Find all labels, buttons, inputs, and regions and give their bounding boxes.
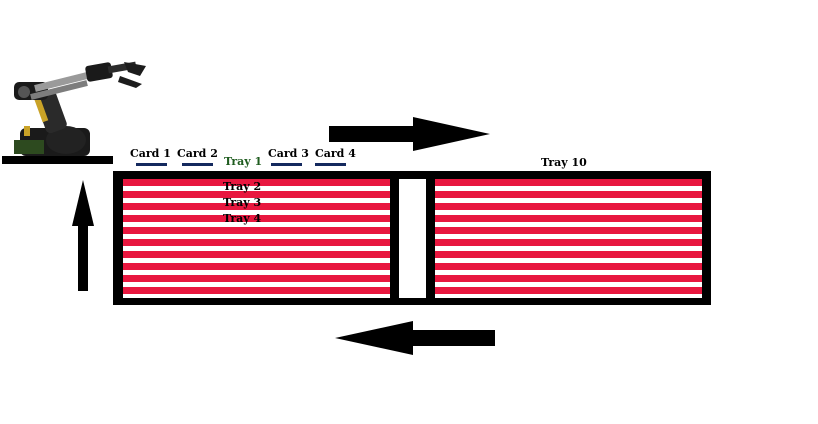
tray-1-label: Tray 1 [224,155,263,168]
tray-4-label: Tray 4 [223,212,262,225]
right-tray-stripe [435,179,702,186]
card-1-label: Card 1 [130,147,171,160]
left-tray-stripe [123,215,390,222]
arrow-up-icon [72,180,94,291]
card-2-bar [182,163,213,166]
card-bars [136,163,346,166]
card-1-bar [136,163,167,166]
left-tray-stripe [123,287,390,294]
right-tray-stripe [435,251,702,258]
card-4-bar [315,163,346,166]
left-tray-stripe [123,275,390,282]
card-2-label: Card 2 [177,147,218,160]
right-tray-stripe [435,263,702,270]
tray-2-label: Tray 2 [223,180,262,193]
arrow-right-icon [329,117,490,151]
left-tray-stripe [123,203,390,210]
right-tray-stripe [435,239,702,246]
arrow-left-icon [335,321,495,355]
right-tray-stripe [435,275,702,282]
tray-stack [113,171,711,305]
right-tray-stripe [435,287,702,294]
left-tray-stripe [123,227,390,234]
left-tray-stripe [123,263,390,270]
middle-gap [399,179,426,298]
left-tray-stripe [123,251,390,258]
card-4-label: Card 4 [315,147,356,160]
right-tray-stripe [435,227,702,234]
left-tray-stripe [123,191,390,198]
card-3-bar [271,163,302,166]
left-tray-stripe [123,179,390,186]
tray-3-label: Tray 3 [223,196,262,209]
right-tray-stripe [435,215,702,222]
card-3-label: Card 3 [268,147,309,160]
tray-10-label: Tray 10 [541,156,587,169]
tray-stripes [123,179,702,294]
robot-arm-icon [2,61,146,164]
left-tray-stripe [123,239,390,246]
right-tray-stripe [435,203,702,210]
right-tray-stripe [435,191,702,198]
